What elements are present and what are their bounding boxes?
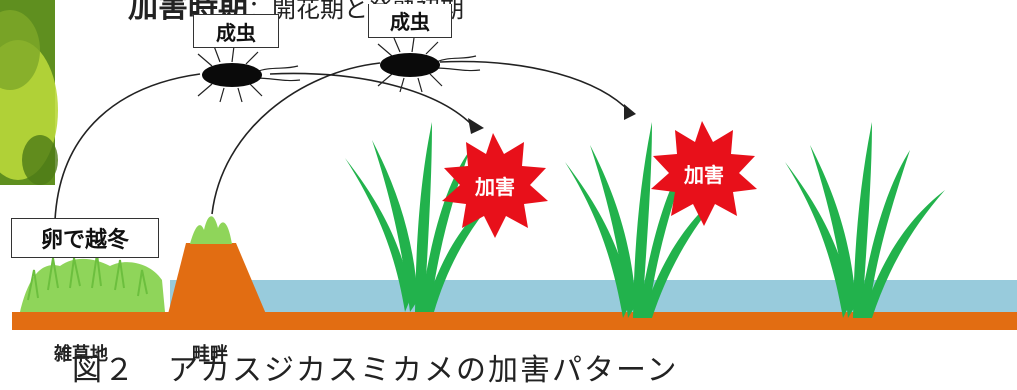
paddy-water (170, 280, 1017, 314)
levee-shape (168, 216, 266, 314)
adult-label-right: 成虫 (368, 4, 452, 38)
rice-plant-2 (565, 122, 725, 318)
egg-overwinter-label: 卵で越冬 (11, 218, 159, 258)
damage-burst-1: 加害 (442, 133, 548, 238)
arc-adult-to-plant-1 (269, 72, 476, 129)
arc-weed-to-adult (54, 73, 201, 221)
bug-left (197, 45, 301, 103)
arrowhead-1 (468, 118, 484, 134)
damage-burst-2: 加害 (651, 121, 757, 226)
ground-soil (12, 312, 1017, 330)
flight-arcs (54, 60, 631, 221)
weed-area-grass (20, 253, 165, 312)
weed-area-label: 雑草地 (54, 344, 108, 365)
arrowhead-2 (624, 104, 636, 120)
arrow-heads (468, 104, 636, 134)
arc-levee-to-adult (211, 62, 381, 215)
arc-adult-to-plant-2 (439, 60, 631, 113)
levee-label: 畦畔 (192, 344, 228, 365)
rice-plant-3 (785, 122, 945, 318)
damage-label-2: 加害 (683, 163, 724, 187)
damage-label-1: 加害 (474, 175, 515, 199)
bug-right (377, 37, 481, 93)
photo-inset (0, 0, 58, 185)
rice-plant-1 (345, 122, 505, 312)
adult-label-left: 成虫 (193, 14, 279, 48)
figure-caption: 図２ アカスジカスミカメの加害パターン (72, 353, 679, 388)
